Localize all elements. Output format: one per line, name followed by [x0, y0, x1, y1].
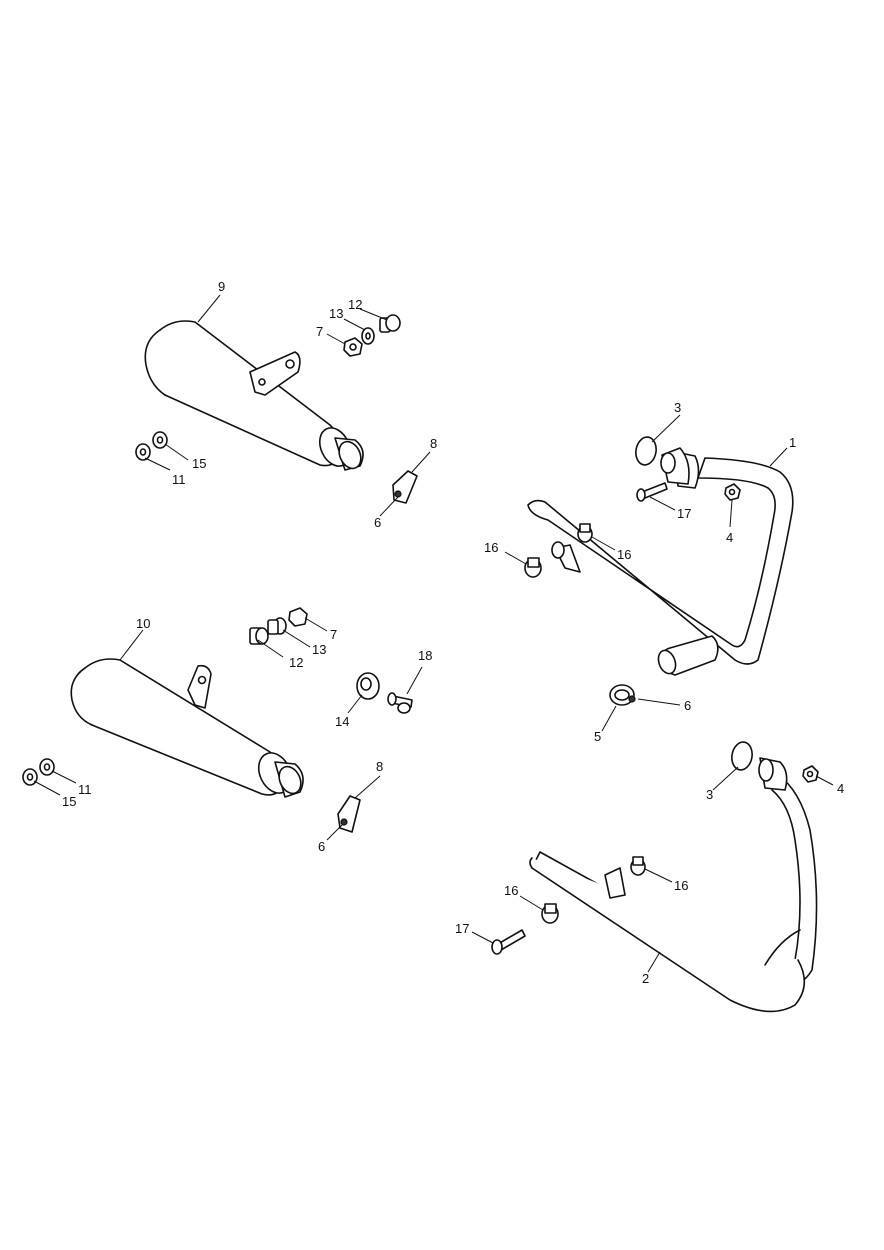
- washer-11-upper: [135, 443, 151, 461]
- callout-3: 3: [674, 400, 681, 415]
- washer-13-upper: [361, 327, 375, 345]
- bolt-16-a: [577, 523, 593, 543]
- callout-6: 6: [318, 839, 325, 854]
- washer-15-upper: [152, 431, 168, 449]
- silencer-upper-bracket: [249, 351, 301, 396]
- callout-16: 16: [484, 540, 498, 555]
- washer-11-lower: [39, 758, 55, 776]
- bolt-16-c: [630, 856, 646, 876]
- bolt-12-lower: [249, 627, 269, 645]
- nut-7-upper: [343, 337, 363, 357]
- gasket-upper: [635, 436, 657, 466]
- washer-15-lower: [22, 768, 38, 786]
- callout-1: 1: [789, 435, 796, 450]
- callout-4: 4: [726, 530, 733, 545]
- grommet: [356, 672, 380, 700]
- strap-lower: [337, 795, 361, 833]
- callout-2: 2: [642, 971, 649, 986]
- washer-13-lower: [267, 617, 287, 635]
- bolt-12-upper: [379, 314, 401, 333]
- header-pipe-1: [527, 447, 794, 676]
- silencer-lower-bracket: [187, 664, 212, 709]
- callout-16: 16: [504, 883, 518, 898]
- callout-10: 10: [136, 616, 150, 631]
- bolt-16-d: [541, 903, 559, 924]
- nut-lower: [802, 765, 819, 783]
- callout-6: 6: [684, 698, 691, 713]
- callout-16: 16: [674, 878, 688, 893]
- callout-numbers: 1 2 3 3 4 4 5 6 6 6 7 7 8 8 9 10 11 11 1…: [62, 279, 844, 986]
- callout-4: 4: [837, 781, 844, 796]
- callout-7: 7: [330, 627, 337, 642]
- callout-14: 14: [335, 714, 349, 729]
- callout-6: 6: [374, 515, 381, 530]
- stud-lower: [491, 929, 526, 955]
- nut-7-lower: [288, 607, 308, 627]
- callout-8: 8: [430, 436, 437, 451]
- stud-upper: [636, 482, 668, 502]
- callout-3: 3: [706, 787, 713, 802]
- callout-15: 15: [62, 794, 76, 809]
- callout-15: 15: [192, 456, 206, 471]
- callout-18: 18: [418, 648, 432, 663]
- callout-8: 8: [376, 759, 383, 774]
- callout-17: 17: [455, 921, 469, 936]
- callout-13: 13: [329, 306, 343, 321]
- clamp: [609, 684, 636, 706]
- callout-12: 12: [289, 655, 303, 670]
- nut-upper: [724, 483, 741, 501]
- silencer-upper: [144, 320, 364, 471]
- silencer-lower: [70, 658, 304, 798]
- header-pipe-2: [529, 757, 818, 1013]
- bolt-16-b: [524, 557, 542, 578]
- callout-12: 12: [348, 297, 362, 312]
- callout-11: 11: [78, 782, 92, 797]
- callout-13: 13: [312, 642, 326, 657]
- callout-9: 9: [218, 279, 225, 294]
- callout-17: 17: [677, 506, 691, 521]
- leader-lines: [33, 294, 834, 973]
- callout-16: 16: [617, 547, 631, 562]
- bolt-18: [387, 692, 413, 714]
- callout-11: 11: [172, 472, 186, 487]
- callout-5: 5: [594, 729, 601, 744]
- callout-7: 7: [316, 324, 323, 339]
- gasket-lower: [731, 741, 753, 771]
